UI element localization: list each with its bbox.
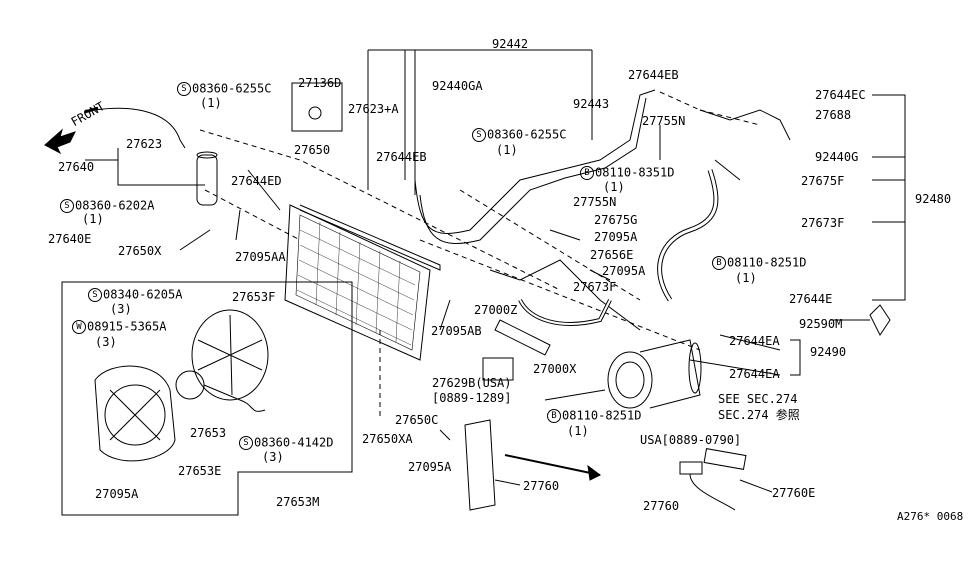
direction-arrow [504, 454, 601, 476]
label-27644ED: 27644ED [231, 174, 282, 188]
label-27644E: 27644E [789, 292, 833, 306]
bracket-92442 [367, 49, 593, 195]
label-27650X: 27650X [118, 244, 162, 258]
label-27640E: 27640E [48, 232, 92, 246]
label-27688: 27688 [815, 108, 852, 122]
label-92490: 92490 [810, 345, 847, 359]
sec-ref-note: SEC.274 参照 [718, 408, 800, 422]
label-92442: 92442 [492, 37, 529, 51]
receiver-drier [196, 151, 218, 206]
label-qty-3b: (3) [95, 335, 117, 349]
label-qty-3a: (3) [110, 302, 132, 316]
pipe-lower [489, 259, 641, 331]
compressor [607, 339, 702, 409]
sensor-cable-27623 [94, 107, 186, 149]
seal-27000X [482, 357, 514, 381]
label-27656E: 27656E [590, 248, 634, 262]
label-27653E: 27653E [178, 464, 222, 478]
footer-code: A276* 0068 [897, 510, 964, 523]
label-27675G: 27675G [594, 213, 638, 227]
label-92440GA: 92440GA [432, 79, 483, 93]
front-arrow-icon [44, 128, 76, 155]
box-27136D [291, 82, 343, 132]
usa-date-note: USA[0889-0790] [640, 433, 742, 447]
sensor-27760 [679, 448, 747, 511]
bracket-92490 [790, 339, 801, 376]
label-27644EB-mid: 27644EB [376, 150, 427, 164]
label-27623: 27623 [126, 137, 163, 151]
label-27623A: 27623+A [348, 102, 399, 116]
see-sec-note: SEE SEC.274 [718, 392, 798, 406]
label-27653: 27653 [190, 426, 227, 440]
label-27629B: 27629B(USA) [432, 376, 512, 390]
label-92440G: 92440G [815, 150, 859, 164]
tape-27000Z [494, 319, 551, 356]
label-27644EB-top: 27644EB [628, 68, 679, 82]
label-27136D: 27136D [298, 76, 342, 90]
label-qty-a: (1) [200, 96, 222, 110]
label-27095A-3: 27095A [95, 487, 139, 501]
pipe-right [699, 109, 791, 141]
label-27760E: 27760E [772, 486, 816, 500]
label-27644EA-2: 27644EA [729, 367, 780, 381]
label-27760: 27760 [523, 479, 560, 493]
label-qty-f: (1) [567, 424, 589, 438]
pipe-upper-2 [419, 97, 647, 244]
label-27095A-4: 27095A [408, 460, 452, 474]
condenser [284, 204, 441, 361]
label-qty-3c: (3) [262, 450, 284, 464]
label-qty-b: (1) [496, 143, 518, 157]
label-92590M: 92590M [799, 317, 843, 331]
fan-shroud [94, 365, 176, 462]
label-27000Z: 27000Z [474, 303, 518, 317]
label-27675F: 27675F [801, 174, 845, 188]
bracket-27760 [464, 419, 496, 511]
bracket-92480 [872, 94, 906, 301]
label-27640: 27640 [58, 160, 95, 174]
label-27653M: 27653M [276, 495, 320, 509]
label-27095A-1: 27095A [594, 230, 638, 244]
label-qty-c: (1) [603, 180, 625, 194]
label-qty-e: (1) [82, 212, 104, 226]
label-92480: 92480 [915, 192, 952, 206]
bracket-27640 [85, 148, 205, 186]
label-27650C: 27650C [395, 413, 439, 427]
label-27095AB: 27095AB [431, 324, 482, 338]
pipe-upper [414, 89, 656, 234]
label-27644EA-1: 27644EA [729, 334, 780, 348]
label-27755N-mid: 27755N [573, 195, 617, 209]
clamp-92590M [869, 304, 891, 336]
label-27000X: 27000X [533, 362, 577, 376]
fan-blade [191, 309, 269, 401]
fan-box [61, 281, 353, 516]
hose-discharge [657, 169, 719, 302]
label-27095A-2: 27095A [602, 264, 646, 278]
label-27644EC: 27644EC [815, 88, 866, 102]
label-qty-d: (1) [735, 271, 757, 285]
label-27650: 27650 [294, 143, 331, 157]
label-27095AA: 27095AA [235, 250, 286, 264]
fan-motor [175, 370, 266, 412]
label-27755N-top: 27755N [642, 114, 686, 128]
label-27653F: 27653F [232, 290, 276, 304]
label-92443: 92443 [573, 97, 610, 111]
label-27650XA: 27650XA [362, 432, 413, 446]
label-27673F-right: 27673F [801, 216, 845, 230]
label-27673F-mid: 27673F [573, 280, 617, 294]
label-27760-detail: 27760 [643, 499, 680, 513]
label-date-1: [0889-1289] [432, 391, 512, 405]
